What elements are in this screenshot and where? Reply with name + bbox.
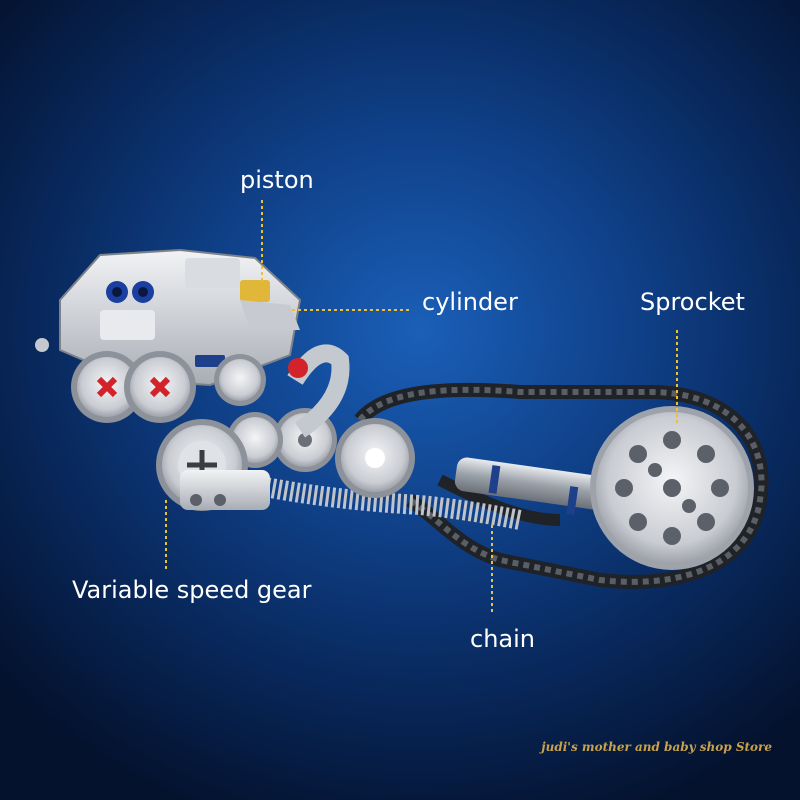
cylinder-label: cylinder [422, 288, 518, 316]
engine-block [59, 248, 302, 387]
coil-spring [253, 475, 522, 530]
chain-loop [354, 382, 769, 589]
engine-frame [180, 344, 350, 510]
chain-label: chain [470, 625, 535, 653]
sprocket-label: Sprocket [640, 288, 745, 316]
sprocket-wheel [590, 406, 754, 570]
piston-part [240, 280, 270, 302]
store-watermark: judi's mother and baby shop Store [541, 740, 772, 754]
front-gears [35, 338, 266, 423]
variable-speed-gear-label: Variable speed gear [72, 576, 312, 604]
piston-label: piston [240, 166, 314, 194]
leader-lines [165, 200, 678, 615]
